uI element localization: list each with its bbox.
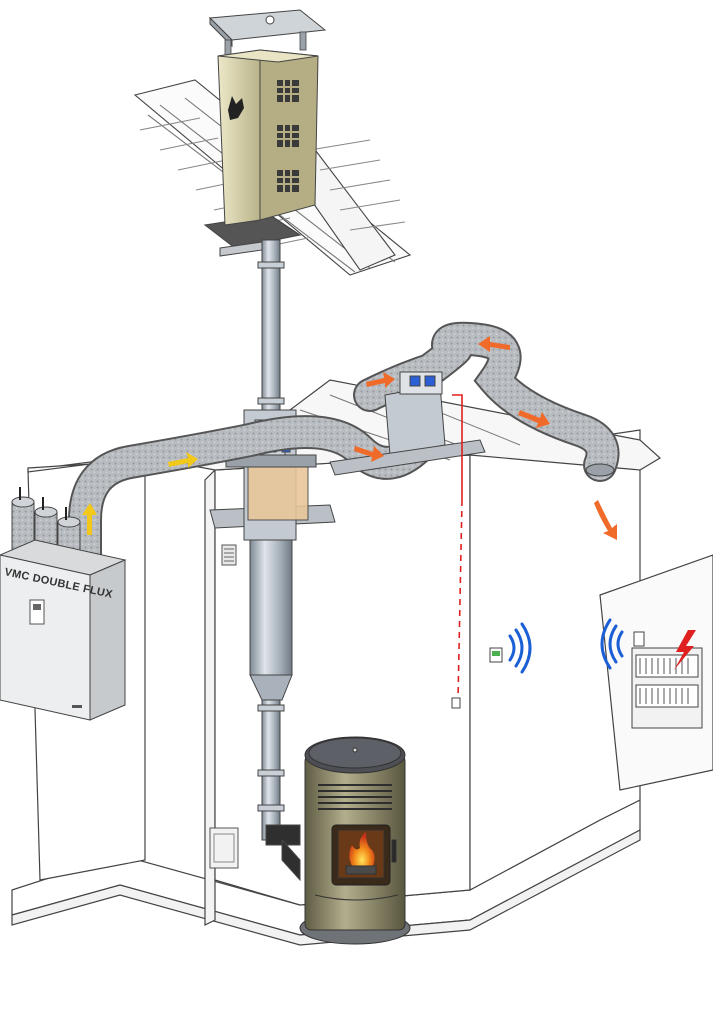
fire-icon <box>349 832 375 872</box>
airflow-arrow-icon <box>82 503 97 535</box>
distribution-module-icon <box>329 371 486 476</box>
lightning-bolt-icon <box>674 630 696 670</box>
electrical-panel-icon <box>631 631 703 729</box>
airflow-arrow-icon <box>478 336 510 352</box>
center-partition <box>204 468 216 926</box>
flue-pipe-icon <box>219 239 301 882</box>
wireless-signal-icon <box>600 618 624 670</box>
pellet-stove-icon <box>299 736 411 945</box>
airflow-arrow-icon <box>168 452 198 468</box>
control-wire <box>451 394 463 709</box>
airflow-arrows <box>82 336 617 540</box>
wall-vent-icon <box>221 544 237 566</box>
thermostat-icon <box>489 647 503 663</box>
wireless-signal-icon <box>508 622 532 674</box>
airflow-arrow-icon <box>518 410 550 428</box>
airflow-arrow-icon <box>366 372 395 388</box>
floor-hatch <box>209 827 239 869</box>
chimney-cap-icon <box>208 9 327 226</box>
airflow-arrow-icon <box>594 500 617 540</box>
vmc-unit-icon: VMC DOUBLE FLUX <box>0 487 127 721</box>
brand-logo-icon <box>228 96 244 120</box>
airflow-arrow-icon <box>354 446 384 462</box>
